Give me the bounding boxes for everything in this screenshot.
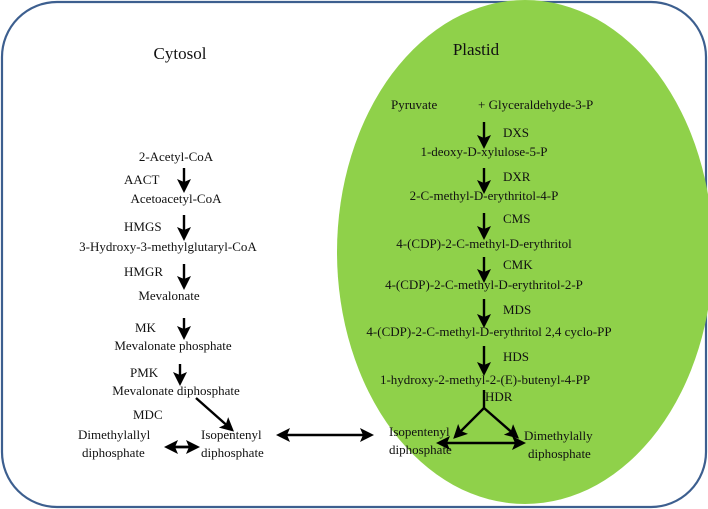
enzyme-hmgr: HMGR — [124, 264, 163, 279]
arrow-hdr-to-dmapp — [483, 407, 520, 439]
enzyme-mds: MDS — [503, 302, 531, 317]
cytosol-title: Cytosol — [154, 44, 207, 63]
metabolite-cdp-me: 4-(CDP)-2-C-methyl-D-erythritol — [396, 236, 572, 251]
enzyme-dxr: DXR — [503, 169, 531, 184]
arrow-mdc — [195, 397, 234, 432]
metabolite-cdp-mep: 4-(CDP)-2-C-methyl-D-erythritol-2-P — [385, 277, 583, 292]
enzyme-hdr: HDR — [485, 389, 513, 404]
metabolite-mevalonate: Mevalonate — [138, 288, 200, 303]
enzyme-mk: MK — [135, 320, 157, 335]
metabolite-mevalonate-phosphate: Mevalonate phosphate — [114, 338, 232, 353]
metabolite-g3p: + Glyceraldehyde-3-P — [478, 97, 593, 112]
metabolite-dmapp-cytosol-line1: Dimethylallyl — [78, 427, 151, 442]
metabolite-ipp-plastid-line1: Isopentenyl — [389, 424, 450, 439]
arrow-hdr-to-ipp — [453, 407, 485, 439]
enzyme-hds: HDS — [503, 349, 529, 364]
enzyme-cmk: CMK — [503, 257, 533, 272]
metabolite-dxp: 1-deoxy-D-xylulose-5-P — [420, 144, 547, 159]
metabolite-pyruvate: Pyruvate — [391, 97, 437, 112]
metabolite-acetoacetyl-coa: Acetoacetyl-CoA — [131, 191, 223, 206]
enzyme-pmk: PMK — [130, 365, 159, 380]
metabolite-dmapp-plastid-line2: diphosphate — [528, 446, 591, 461]
enzyme-dxs: DXS — [503, 125, 529, 140]
enzyme-aact: AACT — [124, 172, 159, 187]
metabolite-hmbpp: 1-hydroxy-2-methyl-2-(E)-butenyl-4-PP — [380, 372, 590, 387]
plastid-title: Plastid — [453, 40, 500, 59]
metabolite-dmapp-cytosol-line2: diphosphate — [82, 445, 145, 460]
metabolite-hmg-coa: 3-Hydroxy-3-methylglutaryl-CoA — [79, 239, 257, 254]
enzyme-cms: CMS — [503, 211, 530, 226]
metabolite-mevalonate-diphosphate: Mevalonate diphosphate — [112, 383, 240, 398]
metabolite-ipp-cytosol-line1: Isopentenyl — [201, 427, 262, 442]
enzyme-mdc: MDC — [133, 407, 163, 422]
metabolite-mecpp: 4-(CDP)-2-C-methyl-D-erythritol 2,4 cycl… — [366, 324, 611, 339]
plastid-compartment — [337, 0, 708, 504]
metabolite-ipp-cytosol-line2: diphosphate — [201, 445, 264, 460]
enzyme-hmgs: HMGS — [124, 219, 162, 234]
metabolite-acetyl-coa: 2-Acetyl-CoA — [139, 149, 214, 164]
metabolite-mep: 2-C-methyl-D-erythritol-4-P — [410, 188, 559, 203]
metabolite-dmapp-plastid-line1: Dimethylally — [524, 428, 593, 443]
